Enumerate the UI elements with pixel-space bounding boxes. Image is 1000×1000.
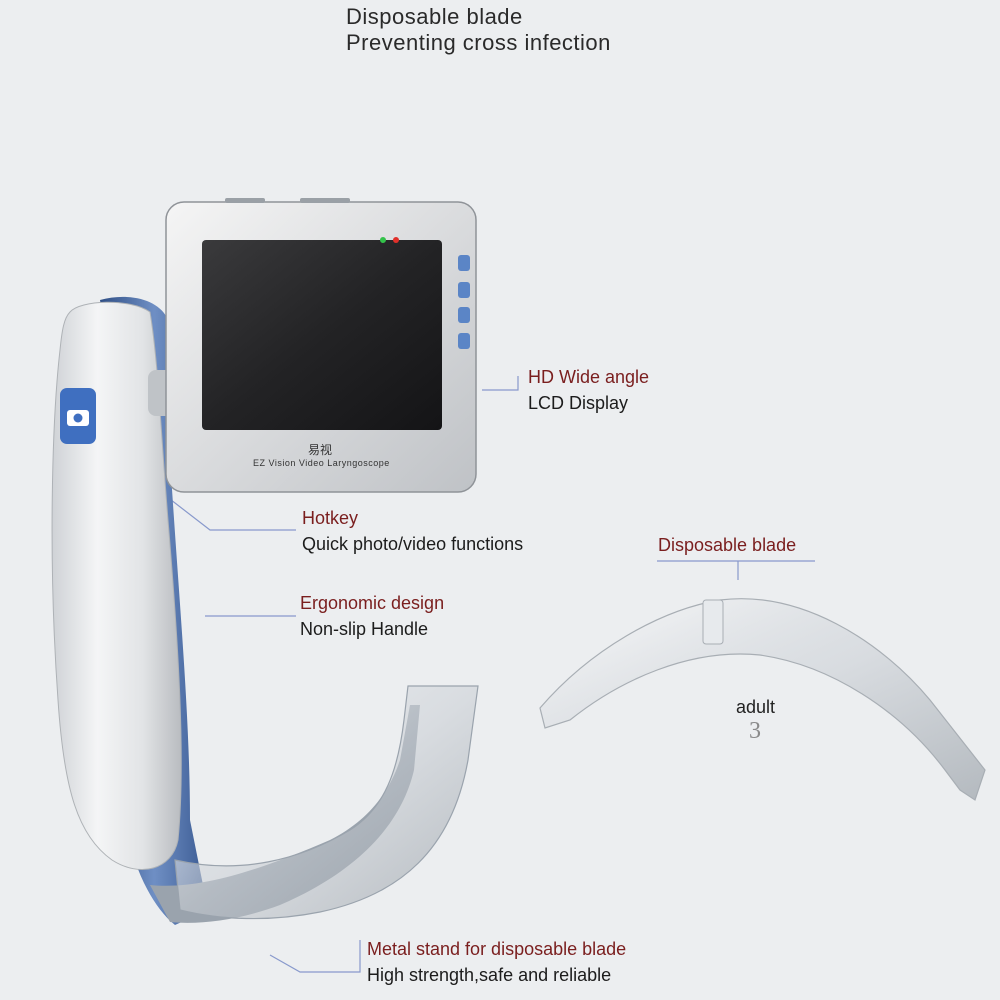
callout-display-title: HD Wide angle [528, 367, 650, 387]
model-text: EZ Vision Video Laryngoscope [253, 458, 390, 468]
callout-display-subtitle: LCD Display [528, 393, 629, 413]
leader-line-stand [269, 940, 361, 973]
callout-stand-title: Metal stand for disposable blade [367, 939, 627, 959]
callout-handle-subtitle: Non-slip Handle [300, 619, 429, 639]
brand-logo: 易视 [308, 443, 333, 457]
callout-hotkey: Hotkey Quick photo/video functions [302, 505, 523, 557]
headline: Disposable blade Preventing cross infect… [346, 4, 611, 56]
blade-size-word: adult [736, 697, 776, 717]
monitor-side-buttons [458, 255, 470, 349]
callout-stand-subtitle: High strength,safe and reliable [367, 965, 612, 985]
handle-body [51, 301, 182, 870]
callout-handle: Ergonomic design Non-slip Handle [300, 590, 444, 642]
disposable-blade-spare [539, 598, 986, 801]
callout-handle-title: Ergonomic design [300, 593, 445, 613]
side-button-1 [458, 255, 470, 271]
leader-line-display [482, 376, 519, 391]
blade-label: Disposable blade [658, 535, 797, 555]
attached-clear-blade [174, 685, 479, 920]
blade-size-number: 3 [749, 718, 761, 744]
power-led-red [393, 237, 399, 243]
callout-display: HD Wide angle LCD Display [528, 364, 649, 416]
side-button-4 [458, 333, 470, 349]
lcd-screen [202, 240, 442, 430]
side-button-3 [458, 307, 470, 323]
callout-hotkey-title: Hotkey [302, 508, 359, 528]
headline-line-2: Preventing cross infection [346, 30, 611, 55]
callout-hotkey-subtitle: Quick photo/video functions [302, 534, 524, 554]
callout-stand: Metal stand for disposable blade High st… [367, 936, 626, 988]
headline-line-1: Disposable blade [346, 4, 523, 29]
power-led-green [380, 237, 386, 243]
side-button-2 [458, 282, 470, 298]
